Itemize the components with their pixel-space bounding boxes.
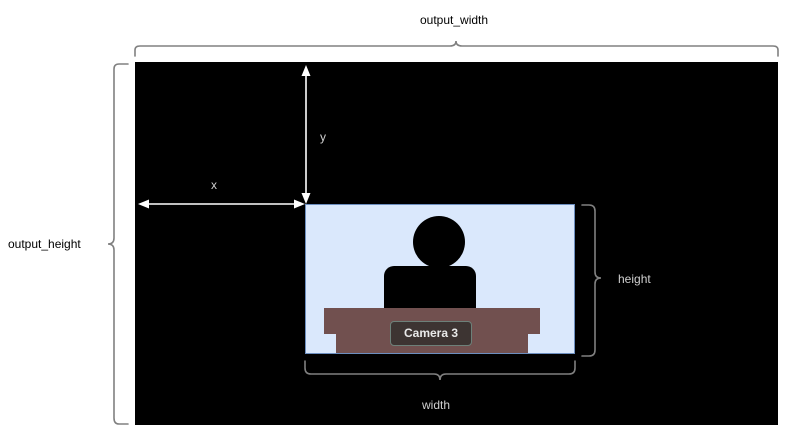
label-height: height bbox=[618, 272, 651, 286]
label-output-width: output_width bbox=[420, 13, 489, 27]
x-offset-arrow bbox=[138, 199, 305, 209]
output-width-brace bbox=[134, 40, 779, 57]
label-y-offset: y bbox=[320, 130, 326, 144]
camera-name-badge: Camera 3 bbox=[390, 321, 473, 346]
label-output-height: output_height bbox=[8, 237, 81, 251]
height-brace bbox=[581, 204, 602, 357]
label-width: width bbox=[422, 398, 451, 412]
width-brace bbox=[304, 360, 576, 381]
label-x-offset: x bbox=[211, 178, 217, 192]
camera-view-rect: Camera 3 bbox=[305, 204, 575, 354]
y-offset-arrow bbox=[301, 65, 311, 204]
output-height-brace bbox=[107, 63, 129, 425]
person-body-shape bbox=[384, 266, 476, 311]
person-head-shape bbox=[413, 216, 465, 268]
